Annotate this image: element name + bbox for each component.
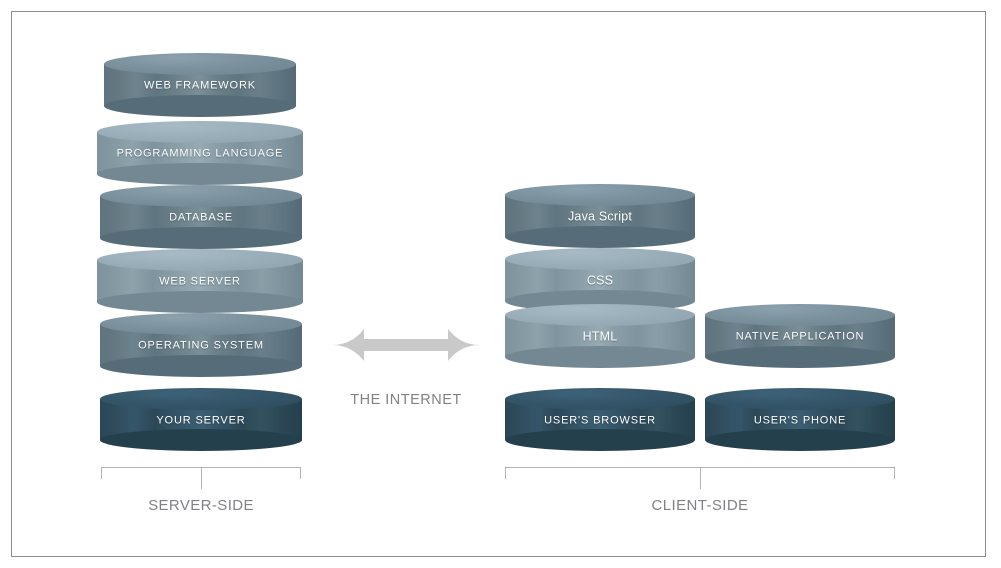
cylinder-top	[705, 388, 895, 410]
cylinder-top	[505, 304, 695, 326]
cylinder-top	[705, 304, 895, 326]
cylinder-bottom	[97, 163, 303, 185]
cylinder-javascript[interactable]: Java Script	[505, 184, 695, 248]
cylinder-top	[505, 388, 695, 410]
bracket-stem	[201, 467, 202, 489]
cylinder-top	[97, 249, 303, 271]
bracket-tick-left	[101, 467, 102, 479]
cylinder-web-framework[interactable]: WEB FRAMEWORK	[104, 53, 296, 117]
server-side-caption: SERVER-SIDE	[148, 497, 254, 514]
cylinder-bottom	[705, 429, 895, 451]
double-arrow-icon	[332, 329, 480, 361]
cylinder-users-phone[interactable]: USER'S PHONE	[705, 388, 895, 451]
cylinder-bottom	[505, 346, 695, 368]
cylinder-top	[100, 185, 302, 207]
cylinder-web-server[interactable]: WEB SERVER	[97, 249, 303, 313]
cylinder-bottom	[97, 291, 303, 313]
bracket-stem	[700, 467, 701, 489]
cylinder-html[interactable]: HTML	[505, 304, 695, 368]
cylinder-bottom	[100, 227, 302, 249]
cylinder-top	[97, 121, 303, 143]
cylinder-bottom	[100, 355, 302, 377]
cylinder-top	[505, 184, 695, 206]
cylinder-top	[100, 388, 302, 410]
cylinder-top	[100, 313, 302, 335]
cylinder-native-application[interactable]: NATIVE APPLICATION	[705, 304, 895, 368]
cylinder-bottom	[705, 346, 895, 368]
internet-label: THE INTERNET	[350, 392, 462, 408]
client-side-caption: CLIENT-SIDE	[651, 497, 749, 514]
bracket-tick-right	[894, 467, 895, 479]
cylinder-your-server[interactable]: YOUR SERVER	[100, 388, 302, 451]
cylinder-operating-system[interactable]: OPERATING SYSTEM	[100, 313, 302, 377]
cylinder-css[interactable]: CSS	[505, 248, 695, 312]
cylinder-bottom	[505, 429, 695, 451]
cylinder-database[interactable]: DATABASE	[100, 185, 302, 249]
bracket-tick-right	[300, 467, 301, 479]
cylinder-bottom	[104, 95, 296, 117]
bracket-tick-left	[505, 467, 506, 479]
cylinder-programming-language[interactable]: PROGRAMMING LANGUAGE	[97, 121, 303, 185]
cylinder-top	[104, 53, 296, 75]
cylinder-top	[505, 248, 695, 270]
cylinder-bottom	[505, 226, 695, 248]
cylinder-users-browser[interactable]: USER'S BROWSER	[505, 388, 695, 451]
cylinder-bottom	[100, 429, 302, 451]
